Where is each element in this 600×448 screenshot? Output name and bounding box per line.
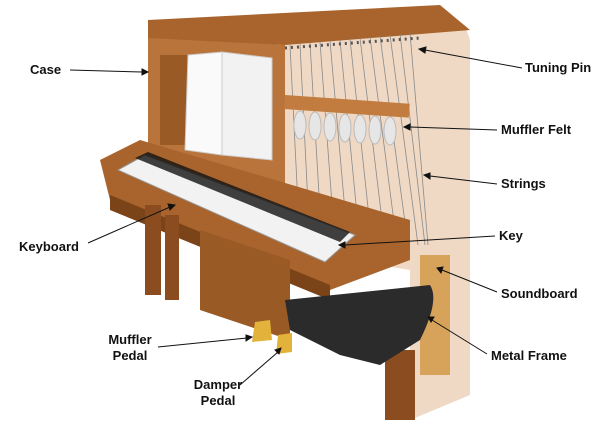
leg-left xyxy=(145,205,161,295)
label-damper-pedal-line1: Damper xyxy=(193,377,243,392)
label-muffler-felt: Muffler Felt xyxy=(501,122,572,137)
label-muffler-pedal-line1: Muffler xyxy=(108,332,152,347)
muffler-pedal xyxy=(252,320,272,342)
case-top xyxy=(148,5,470,45)
label-soundboard: Soundboard xyxy=(501,286,578,301)
label-damper-pedal: Damper Pedal xyxy=(191,377,245,409)
hammers xyxy=(293,110,397,146)
label-damper-pedal-line2: Pedal xyxy=(200,393,236,408)
keyboard xyxy=(116,154,356,263)
music-sheet xyxy=(184,51,223,156)
label-strings: Strings xyxy=(501,176,546,191)
label-metal-frame: Metal Frame xyxy=(491,348,567,363)
tuning-pin-row xyxy=(284,36,421,50)
label-muffler-pedal: Muffler Pedal xyxy=(103,332,157,364)
label-muffler-pedal-line2: Pedal xyxy=(112,348,148,363)
muffler-felt xyxy=(284,94,410,118)
label-key: Key xyxy=(499,228,523,243)
leg-right xyxy=(165,215,179,300)
metal-frame xyxy=(285,285,434,365)
label-keyboard: Keyboard xyxy=(19,239,79,254)
label-case: Case xyxy=(30,62,62,77)
label-tuning-pin: Tuning Pin xyxy=(525,60,592,75)
leader-lines xyxy=(69,46,523,386)
